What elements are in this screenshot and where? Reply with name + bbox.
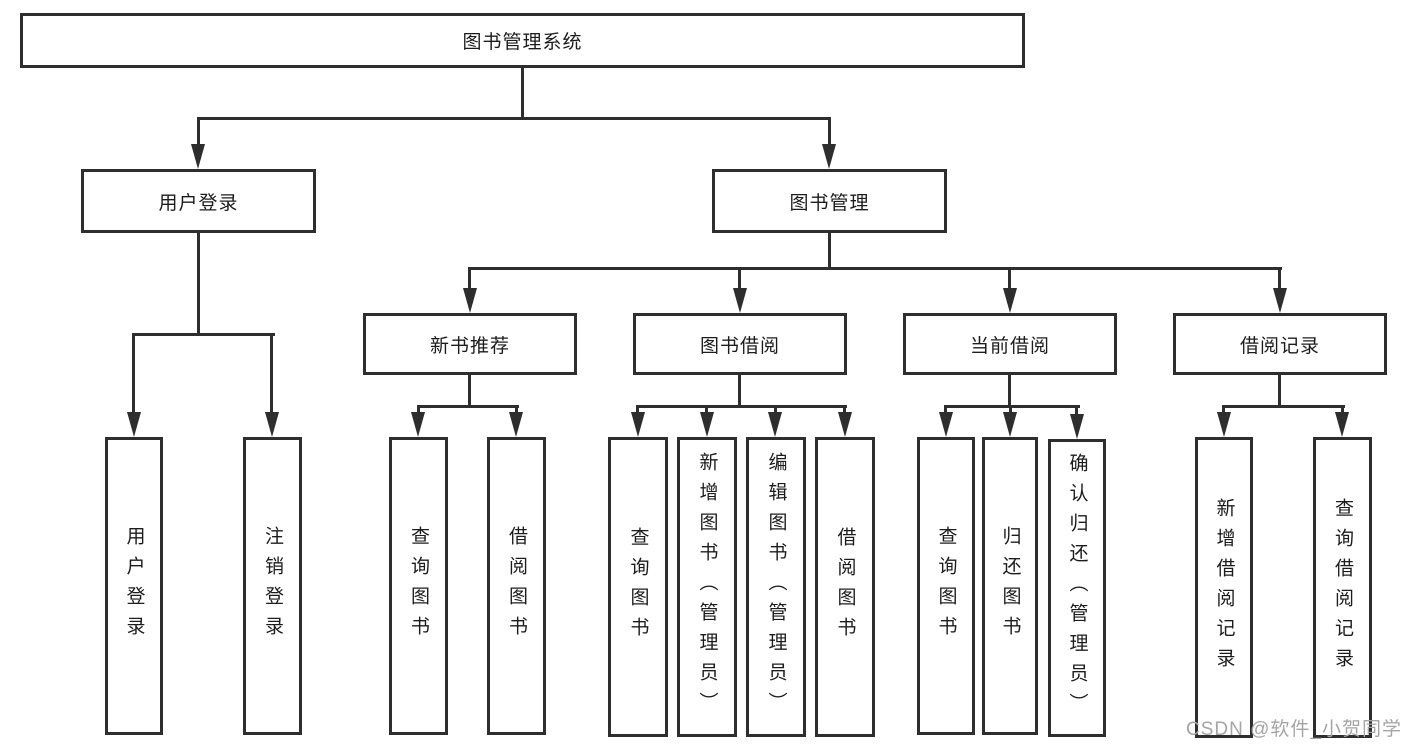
connector-stem	[417, 407, 420, 415]
node-label: 确认归还（管理员）	[1066, 453, 1088, 723]
arrow-down-icon	[822, 144, 836, 169]
arrow-down-icon	[191, 144, 205, 169]
connector-bar	[1222, 405, 1345, 408]
connector-stem	[1341, 407, 1344, 415]
node-label: 注销登录	[262, 526, 283, 646]
leaf-borrow-books-recommend: 借阅图书	[487, 437, 546, 735]
node-label: 借阅图书	[506, 526, 527, 646]
node-new-book-recommendation: 新书推荐	[363, 313, 577, 375]
leaf-query-books-current: 查询图书	[917, 437, 975, 735]
arrow-down-icon	[631, 412, 645, 437]
connector-stem	[828, 119, 831, 147]
connector-stem	[636, 407, 639, 415]
arrow-down-icon	[463, 288, 477, 313]
connector-stem	[1009, 407, 1012, 415]
arrow-down-icon	[733, 288, 747, 313]
connector-stem	[515, 407, 518, 415]
leaf-query-books-recommend: 查询图书	[389, 437, 448, 735]
connector-stem	[1278, 269, 1281, 290]
connector-stem	[944, 407, 947, 415]
arrow-down-icon	[1003, 288, 1017, 313]
leaf-user-login: 用户登录	[105, 437, 163, 735]
connector-stem	[132, 335, 135, 412]
arrow-down-icon	[127, 412, 141, 437]
connector-stem	[468, 269, 471, 290]
leaf-return-books: 归还图书	[982, 437, 1038, 735]
node-label: 图书借阅	[699, 335, 780, 357]
node-label: 新书推荐	[429, 335, 510, 357]
node-label: 新增图书（管理员）	[696, 452, 718, 722]
leaf-query-borrow-record: 查询借阅记录	[1313, 437, 1372, 738]
node-label: 当前借阅	[969, 335, 1050, 357]
arrow-down-icon	[265, 412, 279, 437]
connector-stem	[270, 335, 273, 412]
node-label: 查询图书	[408, 526, 429, 646]
connector-stem	[738, 375, 741, 407]
node-label: 新增借阅记录	[1213, 497, 1235, 678]
connector-stem	[1008, 375, 1011, 407]
node-label: 编辑图书（管理员）	[765, 452, 787, 722]
arrow-down-icon	[700, 412, 714, 437]
node-user-login: 用户登录	[81, 169, 316, 233]
arrow-down-icon	[838, 412, 852, 437]
arrow-down-icon	[768, 412, 782, 437]
node-label: 用户登录	[123, 526, 145, 646]
connector-bar	[944, 405, 1080, 408]
csdn-watermark: CSDN @软件_小贺同学	[1186, 719, 1402, 740]
connector-stem	[1278, 375, 1281, 407]
connector-stem	[774, 407, 777, 415]
connector-stem	[197, 233, 200, 335]
connector-stem	[828, 233, 831, 270]
connector-root-bar	[197, 117, 831, 120]
arrow-down-icon	[1217, 412, 1231, 437]
connector-bar	[417, 405, 519, 408]
connector-stem	[1222, 407, 1225, 415]
node-label: 借阅记录	[1239, 335, 1320, 357]
node-label: 图书管理系统	[462, 32, 583, 53]
node-label: 查询借阅记录	[1332, 497, 1353, 678]
node-current-borrowing: 当前借阅	[903, 313, 1117, 375]
arrow-down-icon	[1003, 412, 1017, 437]
connector-bar	[468, 267, 1282, 270]
arrow-down-icon	[1335, 412, 1349, 437]
connector-stem	[468, 375, 471, 407]
connector-stem	[197, 119, 200, 147]
connector-stem	[738, 269, 741, 290]
connector-root-stem	[521, 68, 524, 119]
leaf-borrow-books: 借阅图书	[815, 437, 875, 737]
node-label: 查询图书	[935, 526, 957, 646]
arrow-down-icon	[939, 412, 953, 437]
node-borrowing-records: 借阅记录	[1173, 313, 1387, 375]
node-label: 图书管理	[789, 192, 870, 214]
leaf-add-borrow-record: 新增借阅记录	[1195, 437, 1253, 738]
node-book-management: 图书管理	[712, 169, 947, 233]
leaf-edit-books-admin: 编辑图书（管理员）	[746, 437, 806, 737]
leaf-query-books-borrow: 查询图书	[608, 437, 668, 737]
arrow-down-icon	[411, 412, 425, 437]
connector-bar	[636, 405, 847, 408]
connector-bar	[132, 333, 275, 336]
arrow-down-icon	[509, 412, 523, 437]
node-book-borrowing: 图书借阅	[633, 313, 847, 375]
node-label: 归还图书	[999, 526, 1021, 646]
leaf-add-books-admin: 新增图书（管理员）	[677, 437, 737, 737]
node-label: 查询图书	[627, 527, 649, 647]
node-label: 借阅图书	[834, 527, 856, 647]
connector-stem	[1075, 407, 1078, 415]
leaf-confirm-return-admin: 确认归还（管理员）	[1048, 439, 1106, 737]
connector-stem	[843, 407, 846, 415]
leaf-logout: 注销登录	[243, 437, 302, 735]
connector-stem	[705, 407, 708, 415]
arrow-down-icon	[1070, 414, 1084, 439]
connector-stem	[1008, 269, 1011, 290]
arrow-down-icon	[1273, 288, 1287, 313]
node-label: 用户登录	[158, 192, 239, 214]
node-library-management-system: 图书管理系统	[20, 13, 1025, 68]
